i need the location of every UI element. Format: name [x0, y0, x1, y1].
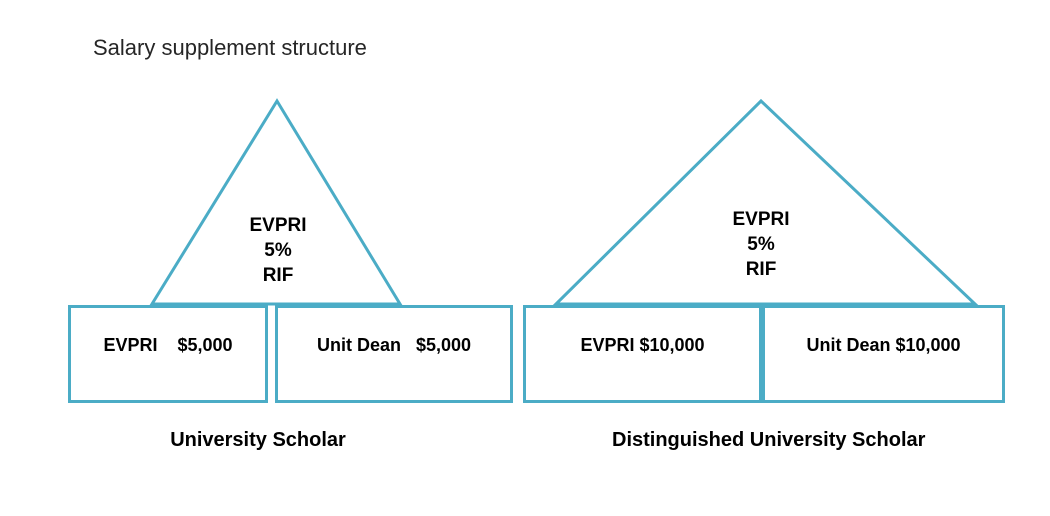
triangle-label-line: EVPRI — [732, 209, 790, 230]
triangle-label-line: 5% — [747, 234, 775, 255]
triangle-label-line: RIF — [745, 259, 777, 280]
triangle-label-line: EVPRI — [249, 215, 307, 236]
box-label: Unit Dean $5,000 — [316, 335, 472, 355]
university-scholar-caption: University Scholar — [170, 429, 346, 451]
box-label: EVPRI $10,000 — [580, 335, 705, 355]
university-scholar-triangle-label: EVPRI 5% RIF — [178, 213, 378, 288]
triangle-label-line: RIF — [262, 265, 294, 286]
university-scholar-unit-dean-box: Unit Dean $5,000 — [275, 305, 513, 403]
box-label: Unit Dean $10,000 — [806, 335, 961, 355]
triangle-label-line: 5% — [264, 240, 292, 261]
distinguished-scholar-unit-dean-box: Unit Dean $10,000 — [762, 305, 1005, 403]
distinguished-scholar-caption: Distinguished University Scholar — [612, 429, 926, 451]
distinguished-scholar-triangle-label: EVPRI 5% RIF — [661, 207, 861, 282]
university-scholar-evpri-box: EVPRI $5,000 — [68, 305, 268, 403]
box-label: EVPRI $5,000 — [103, 335, 233, 355]
distinguished-scholar-evpri-box: EVPRI $10,000 — [523, 305, 762, 403]
page-title: Salary supplement structure — [93, 35, 367, 60]
